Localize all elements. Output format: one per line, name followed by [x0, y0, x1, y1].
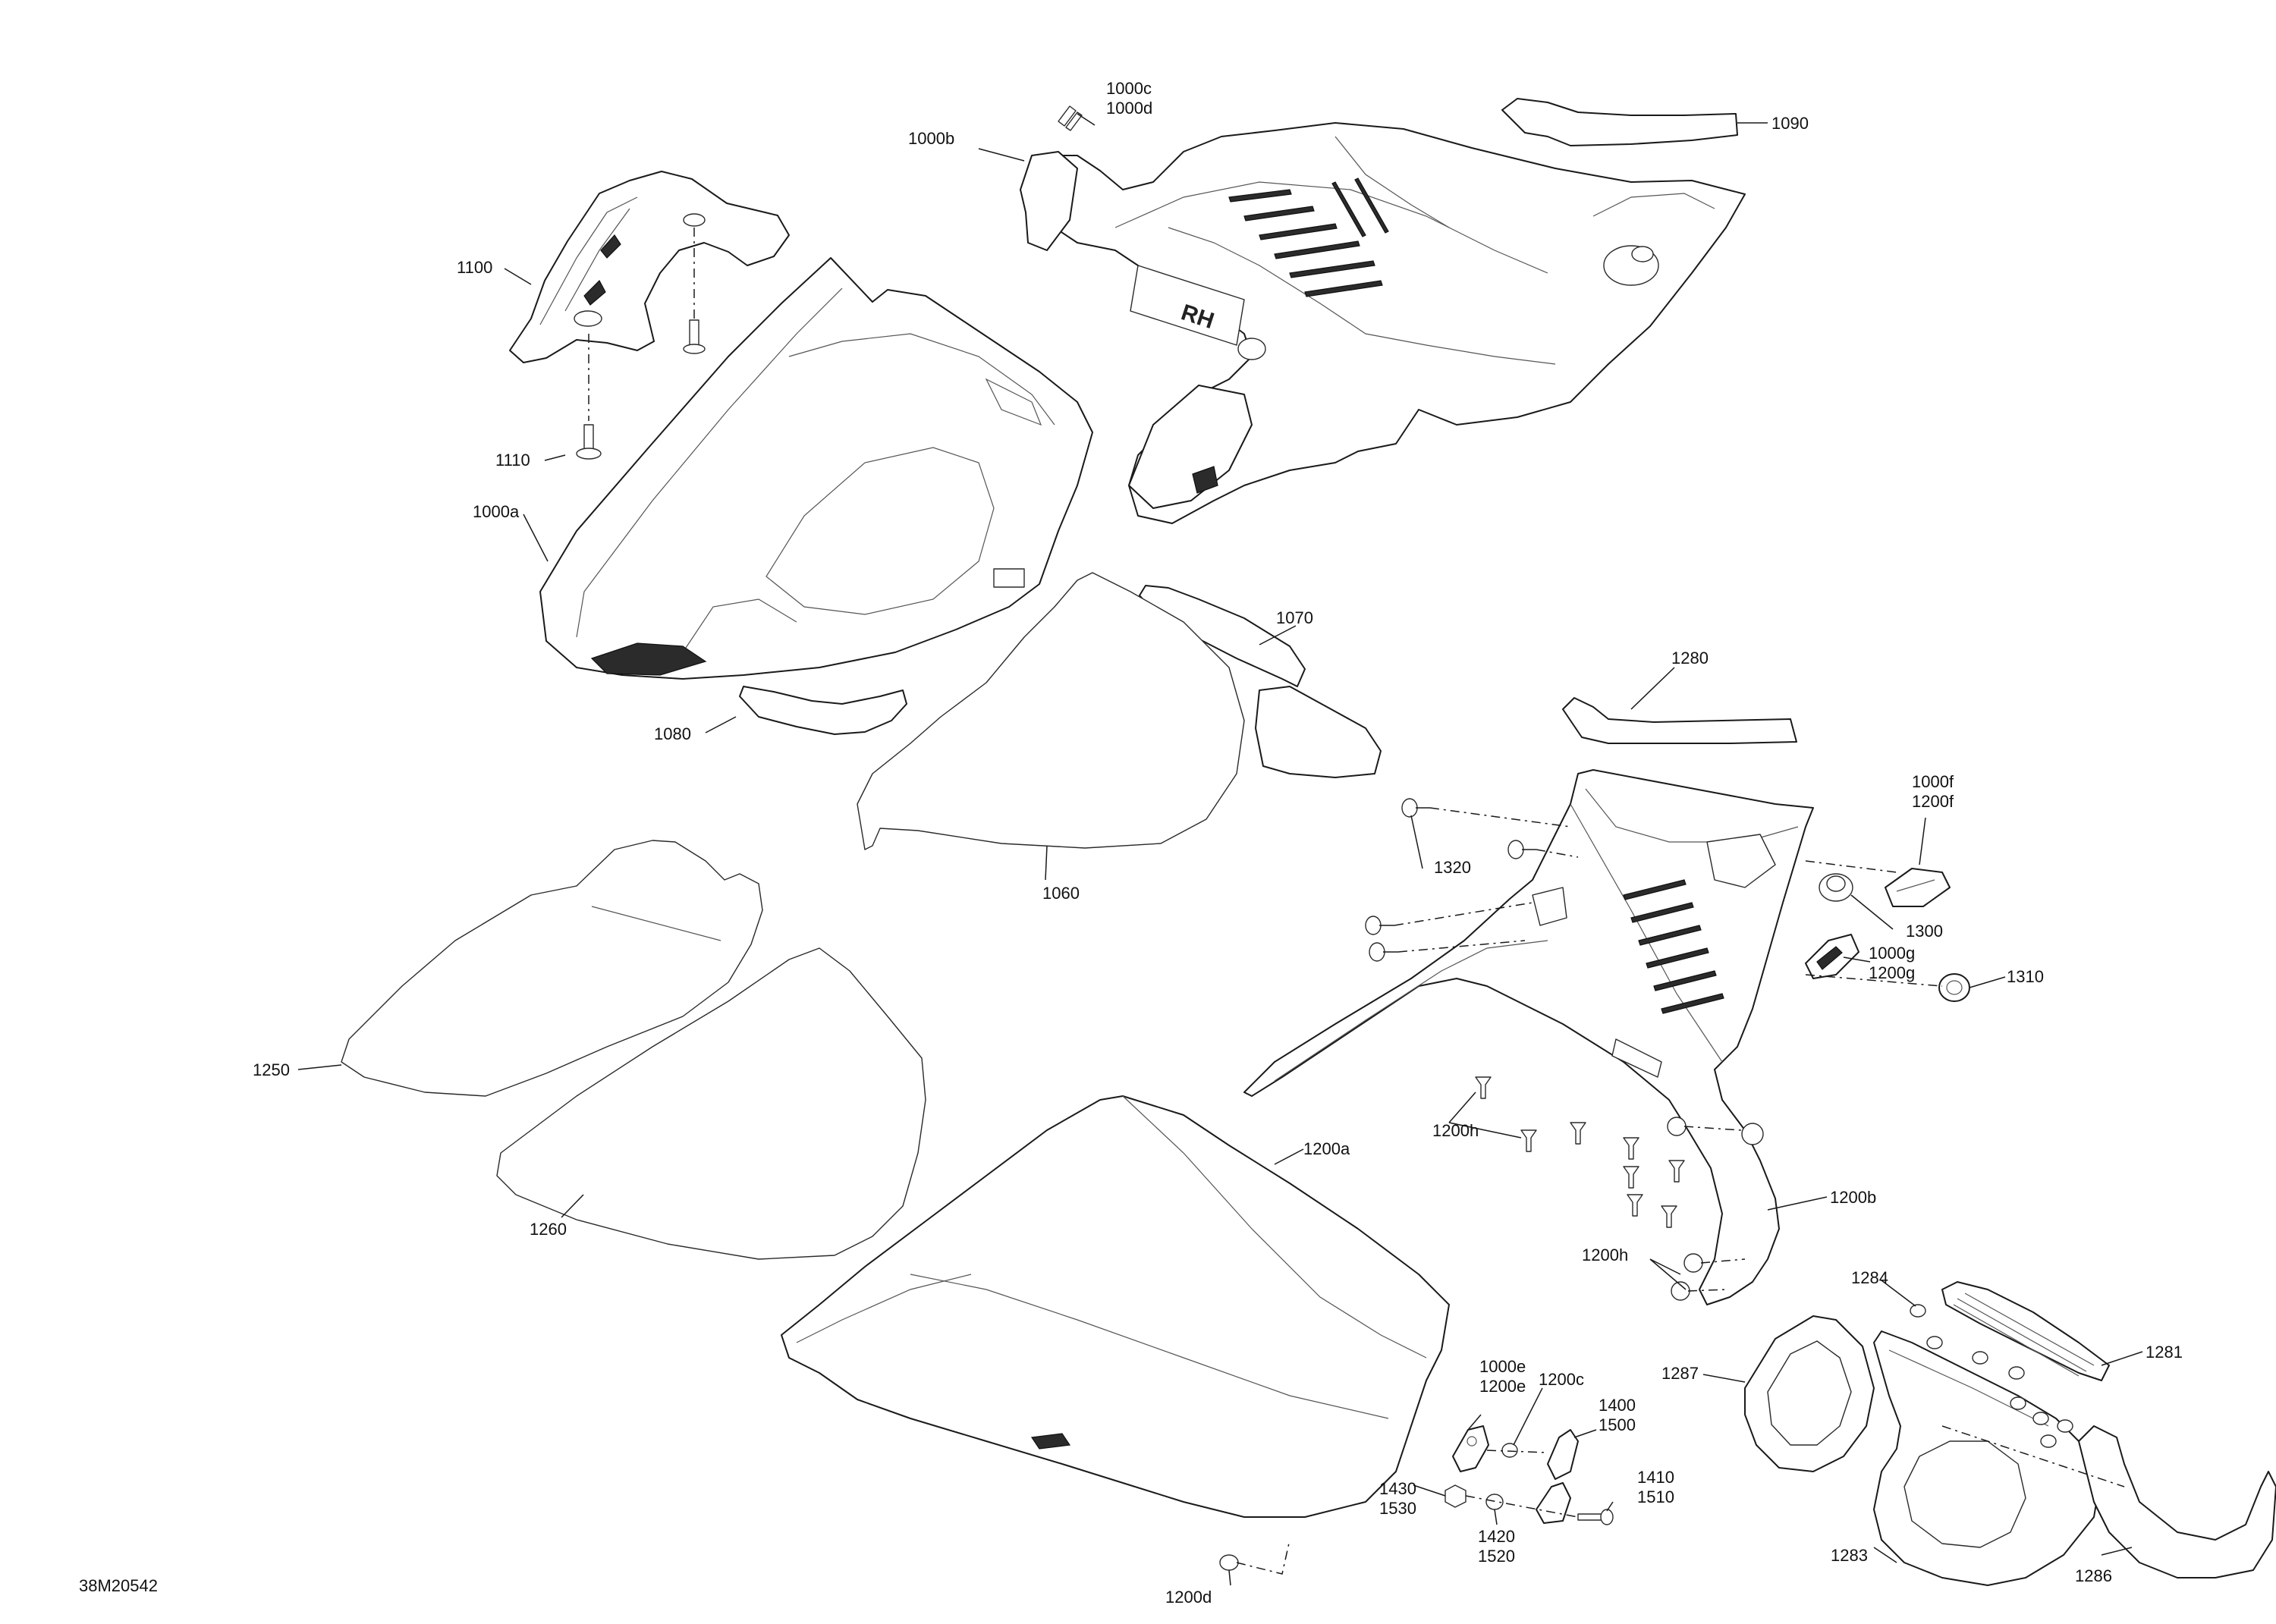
part-1070-foam — [1139, 585, 1382, 778]
callout-1090: 1090 — [1771, 114, 1809, 133]
part-1200h-screws — [1475, 1076, 1703, 1301]
callout-1200a: 1200a — [1303, 1139, 1350, 1158]
part-1000b-rear-body: RH — [1020, 122, 1746, 524]
callout-1200d: 1200d — [1165, 1588, 1212, 1607]
part-1110-screw — [576, 319, 706, 460]
part-1200b-side-panel — [1243, 769, 1814, 1305]
callout-1110: 1110 — [495, 451, 530, 470]
callout-1200g: 1200g — [1869, 963, 1916, 982]
part-1200c-washer — [1501, 1443, 1518, 1458]
part-1400-1500-hinge — [1536, 1429, 1579, 1524]
callout-1070: 1070 — [1276, 608, 1313, 627]
callout-1000g: 1000g — [1869, 944, 1916, 963]
callout-1200e: 1200e — [1479, 1377, 1526, 1396]
callout-1500: 1500 — [1599, 1415, 1636, 1434]
callout-1281: 1281 — [2146, 1343, 2183, 1362]
part-1260-panel — [496, 947, 926, 1260]
callout-1000e: 1000e — [1479, 1357, 1526, 1376]
part-1300-grommet — [1819, 873, 1853, 902]
callout-1060: 1060 — [1042, 884, 1080, 903]
callout-1200h-upper: 1200h — [1432, 1121, 1479, 1140]
part-1000e-1200e-bracket — [1452, 1425, 1489, 1472]
part-1060-liner — [857, 572, 1245, 850]
part-1000a-front-panel — [539, 257, 1093, 680]
callout-1080: 1080 — [654, 724, 691, 743]
part-1080-foam-strip — [739, 686, 907, 735]
part-1200d-washer — [1219, 1554, 1239, 1571]
part-1200a-lower-panel — [781, 1095, 1450, 1518]
callout-1420: 1420 — [1478, 1527, 1515, 1546]
part-1000c-1000d-clip — [1058, 105, 1083, 131]
callout-1400: 1400 — [1599, 1396, 1636, 1415]
callout-1287: 1287 — [1661, 1364, 1699, 1383]
callout-1200h-lower: 1200h — [1582, 1245, 1629, 1264]
callout-1300: 1300 — [1906, 922, 1943, 941]
callout-1530: 1530 — [1379, 1499, 1416, 1518]
callout-1000a: 1000a — [473, 502, 520, 521]
callout-1410: 1410 — [1637, 1468, 1674, 1487]
callout-1280: 1280 — [1671, 649, 1709, 668]
callout-1286: 1286 — [2075, 1566, 2112, 1585]
part-1250-panel — [341, 840, 763, 1097]
part-1090-foam-strip — [1501, 98, 1738, 146]
callout-1520: 1520 — [1478, 1547, 1515, 1566]
callout-1283: 1283 — [1831, 1546, 1868, 1565]
callout-1200c: 1200c — [1539, 1370, 1584, 1389]
callout-1000c: 1000c — [1106, 79, 1152, 98]
leader-lines — [297, 113, 2143, 1586]
callout-1200f: 1200f — [1912, 792, 1954, 811]
diagram-code: 38M20542 — [79, 1576, 158, 1595]
callout-1000b: 1000b — [908, 129, 955, 148]
callout-1250: 1250 — [253, 1060, 290, 1079]
part-1000f-1200f-reflector — [1885, 868, 1951, 907]
part-1283-cover — [1873, 1330, 2102, 1586]
callout-1000d: 1000d — [1106, 99, 1153, 118]
callout-1260: 1260 — [530, 1220, 567, 1239]
callout-1310: 1310 — [2007, 967, 2044, 986]
part-1100-bracket — [509, 171, 790, 363]
part-1287-ring — [1744, 1315, 1875, 1472]
part-1320-screws — [1365, 798, 1536, 962]
callout-1510: 1510 — [1637, 1487, 1674, 1506]
part-1281-grille — [1941, 1281, 2110, 1381]
callout-1100: 1100 — [457, 258, 493, 277]
part-1000g-1200g-reflector — [1805, 934, 1859, 979]
part-1430-1530-nut — [1445, 1484, 1467, 1508]
callout-1430: 1430 — [1379, 1479, 1416, 1498]
part-1310-cap — [1938, 973, 1970, 1002]
part-1284-screws — [1910, 1304, 2073, 1448]
callout-1000f: 1000f — [1912, 772, 1954, 791]
callout-1200b: 1200b — [1830, 1188, 1877, 1207]
part-1280-foam-strip — [1562, 697, 1797, 744]
part-1286-foam — [2078, 1425, 2276, 1578]
callout-1320: 1320 — [1434, 858, 1471, 877]
part-1410-1510-bolt — [1577, 1509, 1614, 1525]
callout-1284: 1284 — [1851, 1268, 1888, 1287]
